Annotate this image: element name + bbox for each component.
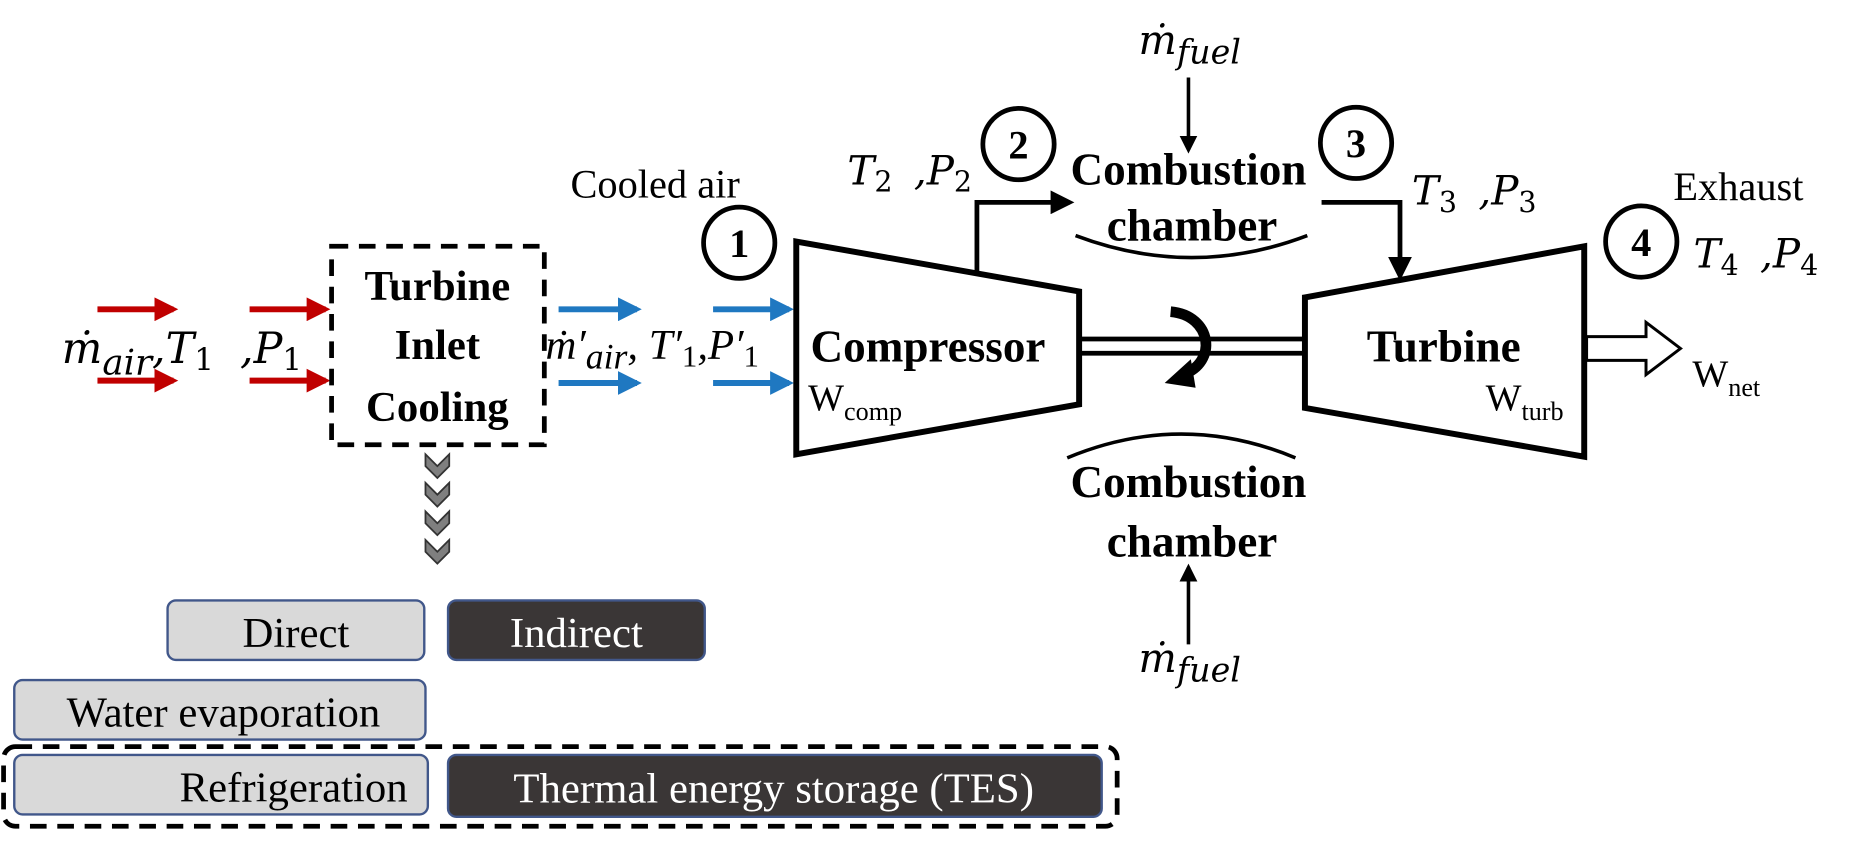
water-evaporation-box	[13, 678, 427, 741]
rotation-arrow-icon	[1164, 306, 1212, 388]
tes-label: Thermal energy storage (TES)	[513, 765, 1034, 812]
combustion-bottom-line-1: Combustion	[1071, 457, 1307, 507]
state-2: 2	[1008, 122, 1028, 167]
compressor-work: Wcomp	[808, 377, 902, 426]
turbine-inlet-cooling-box	[329, 243, 547, 448]
fuel-top-label: ṁfuel	[1139, 16, 1241, 72]
turbine-label: Turbine	[1367, 322, 1521, 372]
flow-combustor-to-3	[1321, 199, 1412, 281]
state-3: 3	[1346, 121, 1366, 166]
turbine	[1301, 242, 1588, 461]
flow-2-to-combustor	[974, 190, 1075, 274]
state-3-label: T3,P3	[1412, 167, 1537, 219]
combustion-bottom-arc	[1066, 432, 1297, 460]
state-1: 1	[729, 221, 749, 266]
state-markers	[701, 104, 1680, 281]
combustion-top-arc	[1074, 233, 1308, 260]
state-2-label: T2,P2	[847, 146, 972, 198]
combustion-top-line-1: Combustion	[1071, 144, 1307, 194]
tes-group-outline	[1, 744, 1120, 829]
indirect-box	[446, 599, 706, 662]
refrigeration-box	[13, 753, 430, 816]
indirect-label: Indirect	[510, 610, 643, 657]
shaft	[1079, 336, 1305, 356]
net-work-label: Wnet	[1692, 354, 1761, 403]
cooling-box-line-2: Inlet	[395, 322, 481, 369]
tes-box	[446, 753, 1103, 818]
refrigeration-label: Refrigeration	[180, 764, 408, 811]
exhaust-label: Exhaust	[1673, 164, 1803, 209]
state-4-label: T4,P4	[1694, 230, 1819, 282]
compressor-label: Compressor	[811, 322, 1046, 372]
cooled-air-arrows	[558, 297, 794, 395]
fuel-bottom-label: ṁfuel	[1139, 634, 1241, 690]
combustion-top-line-2: chamber	[1107, 200, 1278, 250]
inlet-state-label: ṁair,T1,P1	[62, 324, 302, 384]
direct-label: Direct	[242, 610, 349, 657]
combustion-bottom-line-2: chamber	[1107, 516, 1278, 566]
outlet-state-label: ṁ′air, T′1,P′1	[546, 322, 759, 377]
direct-box	[166, 599, 426, 662]
compressor	[793, 238, 1083, 458]
inlet-air-arrows	[97, 297, 331, 393]
state-4: 4	[1631, 220, 1651, 265]
cooling-box-line-1: Turbine	[364, 263, 510, 310]
turbine-work: Wturb	[1486, 377, 1564, 426]
net-work-arrow-icon	[1585, 319, 1683, 378]
chevron-down-icon	[424, 452, 451, 565]
water-evaporation-label: Water evaporation	[67, 689, 381, 736]
cooling-box-line-3: Cooling	[366, 384, 509, 431]
cooled-air-label: Cooled air	[570, 162, 740, 207]
